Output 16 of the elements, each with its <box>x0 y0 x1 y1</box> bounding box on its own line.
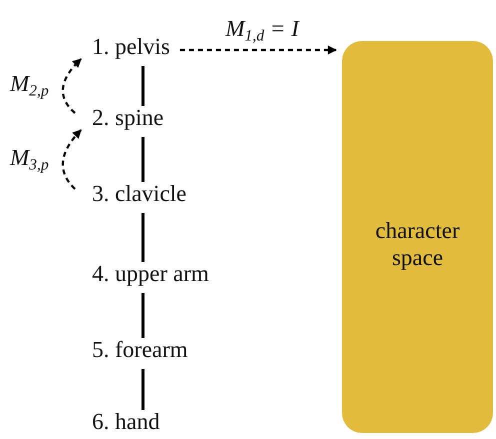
joint-label: 4. upper arm <box>92 261 209 287</box>
connector-line <box>142 137 144 182</box>
dashed-arrow <box>62 129 82 190</box>
connector-line <box>142 66 144 106</box>
connector-line <box>142 293 144 338</box>
dashed-arrow <box>180 46 337 54</box>
joint-label: 6. hand <box>92 409 160 435</box>
joint-label: 5. forearm <box>92 337 188 363</box>
joint-label: 3. clavicle <box>92 181 187 207</box>
joint-label: 1. pelvis <box>92 34 170 60</box>
connector-line <box>142 213 144 262</box>
joint-label: 2. spine <box>92 105 164 131</box>
connector-line <box>142 369 144 410</box>
box-label: character space <box>374 217 461 271</box>
dashed-arrow <box>62 58 82 114</box>
rounded-box <box>342 41 493 433</box>
